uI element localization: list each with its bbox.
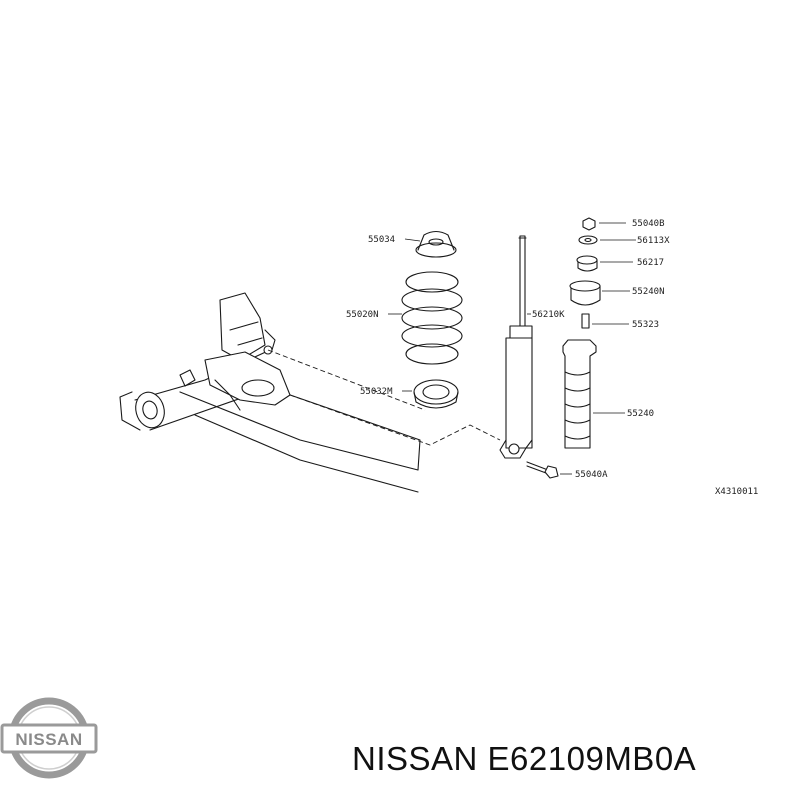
washer — [578, 235, 598, 245]
leader-lines — [388, 222, 636, 475]
label-55040B: 55040B — [632, 219, 665, 229]
rear-axle-beam — [119, 292, 421, 493]
label-55032M: 55032M — [360, 387, 393, 397]
mount-insulator — [569, 280, 601, 306]
dust-boot — [562, 339, 597, 449]
coil-spring — [401, 271, 463, 365]
label-55323: 55323 — [632, 320, 659, 330]
drawing-code: X4310011 — [715, 487, 758, 497]
logo-text: NISSAN — [15, 730, 82, 749]
label-56217: 56217 — [637, 258, 664, 268]
label-55240: 55240 — [627, 409, 654, 419]
alignment-line-spring — [267, 349, 426, 411]
alignment-line-shock — [289, 394, 501, 446]
label-56210K: 56210K — [532, 310, 565, 320]
footer-title: NISSAN E62109MB0A — [352, 740, 696, 778]
nissan-logo: NISSAN — [0, 697, 98, 779]
label-55034: 55034 — [368, 235, 395, 245]
upper-bushing — [576, 255, 598, 272]
mounting-bolt — [526, 461, 559, 479]
label-55020N: 55020N — [346, 310, 379, 320]
upper-spring-seat — [415, 230, 457, 258]
distance-tube — [581, 313, 590, 329]
footer-brand: NISSAN — [352, 740, 478, 777]
label-56113X: 56113X — [637, 236, 670, 246]
part-labels: 55034 55020N 55032M 56210K 55040B 56113X… — [346, 219, 758, 497]
shock-absorber — [499, 235, 533, 459]
label-55240N: 55240N — [632, 287, 665, 297]
top-nut — [582, 217, 596, 231]
footer-part-number: E62109MB0A — [487, 740, 697, 777]
label-55040A: 55040A — [575, 470, 608, 480]
lower-spring-seat — [413, 379, 459, 409]
